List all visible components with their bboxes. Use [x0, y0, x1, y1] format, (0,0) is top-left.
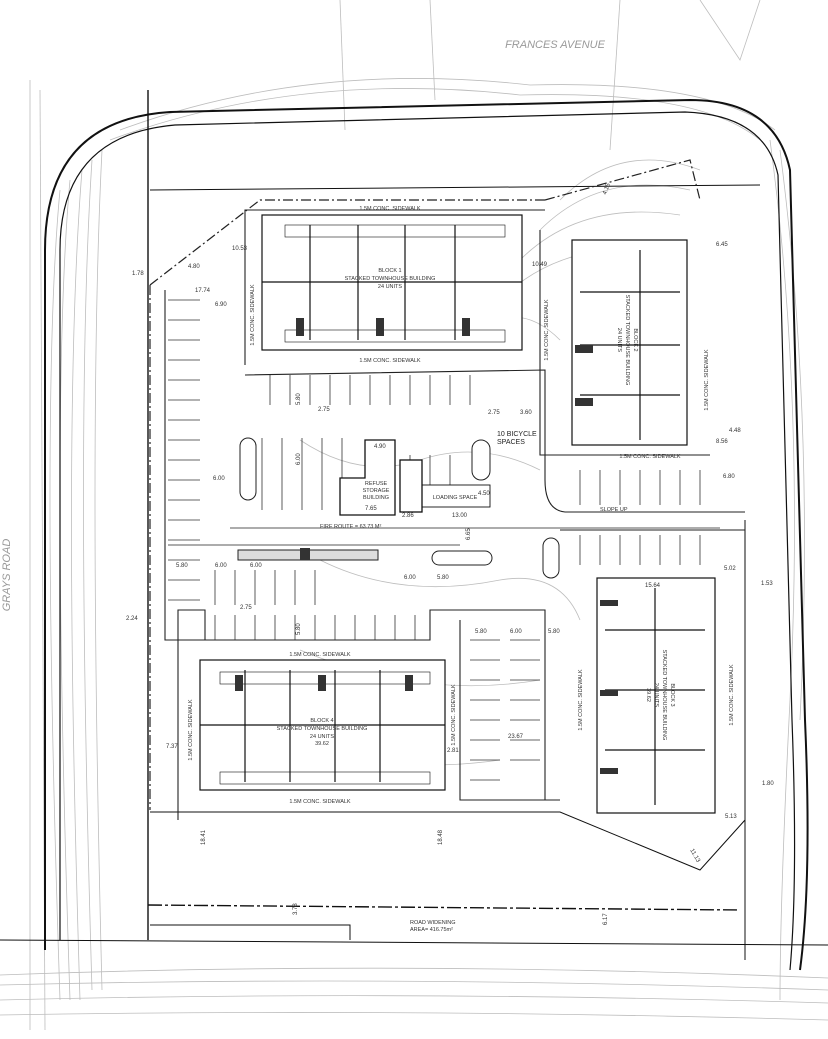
bicycle-label-1: 10 BICYCLE [497, 431, 537, 438]
block-4-type: STACKED TOWNHOUSE BUILDING [277, 726, 368, 732]
refuse-building [339, 439, 491, 516]
street-label-frances: FRANCES AVENUE [505, 39, 606, 51]
street-label-grays: GRAYS ROAD [1, 539, 13, 612]
sidewalk-label-block4-bottom: 1.5M CONC. SIDEWALK [289, 799, 351, 805]
lot-line [149, 159, 701, 810]
fire-route-label: FIRE ROUTE = 63.73 M² [320, 524, 381, 530]
dimension: 7.65 [365, 506, 377, 512]
dimension: 11.13 [688, 848, 701, 864]
bicycle-label-2: SPACES [497, 439, 525, 446]
dimension: 1.80 [762, 781, 774, 787]
refuse-label-2: STORAGE [363, 488, 390, 494]
block-1-units: 24 UNITS [378, 284, 402, 290]
dimension: 2.24 [126, 616, 138, 622]
block-2-building [571, 239, 688, 446]
dimension: 5.80 [437, 575, 449, 581]
dimension: 6.00 [510, 629, 522, 635]
dimension: 5.13 [725, 814, 737, 820]
dimension: 2.75 [318, 407, 330, 413]
dimension: 2.75 [488, 410, 500, 416]
block-3-type: STACKED TOWNHOUSE BUILDING [661, 650, 667, 741]
stairs [235, 318, 618, 774]
block-1-building [261, 214, 523, 351]
dimension: 5.80 [176, 563, 188, 569]
dimension: 13.00 [452, 513, 468, 519]
sidewalk-label-block4-east: 1.5M CONC. SIDEWALK [451, 684, 457, 746]
dimension: 10.53 [232, 246, 248, 252]
dimension: 6.00 [215, 563, 227, 569]
dimension: 8.56 [716, 439, 728, 445]
block-4-elev: 39.62 [315, 741, 329, 747]
dimension: 2.75 [240, 605, 252, 611]
refuse-label-3: BUILDING [363, 495, 389, 501]
dimension: 6.00 [250, 563, 262, 569]
block-1-type: STACKED TOWNHOUSE BUILDING [345, 276, 436, 282]
dimension: 4.50 [478, 491, 490, 497]
dimension: 1.53 [761, 581, 773, 587]
dimension: 5.02 [724, 566, 736, 572]
dimension: 6.00 [404, 575, 416, 581]
dimension: 17.74 [195, 288, 211, 294]
dimension: 5.80 [548, 629, 560, 635]
dimension: 6.45 [716, 242, 728, 248]
dimension: 7.37 [166, 744, 178, 750]
sidewalk-label-block4-top: 1.5M CONC. SIDEWALK [289, 652, 351, 658]
sidewalk-label-block3-east: 1.5M CONC. SIDEWALK [729, 664, 735, 726]
block-4-name: BLOCK 4 [310, 718, 333, 724]
dimension: 1.78 [132, 271, 144, 277]
dimension: 6.90 [215, 302, 227, 308]
landscape-islands [237, 437, 560, 579]
dimension: 6.00 [213, 476, 225, 482]
dimension: 4.90 [374, 444, 386, 450]
dimension: 2.86 [402, 513, 414, 519]
parking-stalls [168, 299, 701, 781]
dimension: 6.65 [466, 528, 472, 540]
sidewalk-label-block2-west: 1.5M CONC. SIDEWALK [544, 299, 550, 361]
block-2-type: STACKED TOWNHOUSE BUILDING [624, 295, 630, 386]
dimension: 5.80 [296, 393, 302, 405]
property-boundary [0, 90, 828, 971]
block-2-name: BLOCK 2 [632, 328, 638, 351]
dimension: 4.80 [188, 264, 200, 270]
block-3-units: 24 UNITS [653, 683, 659, 707]
road-widening-label-2: AREA= 416.75m² [410, 927, 453, 933]
dimension: 5.80 [296, 623, 302, 635]
dimension: 6.00 [296, 453, 302, 465]
dimension: 18.41 [201, 829, 207, 845]
sidewalk-label-block1: 1.5M CONC. SIDEWALK [359, 358, 421, 364]
fire-route [168, 527, 720, 546]
slope-up-label: SLOPE UP [600, 507, 628, 513]
sidewalk-label-block2: 1.5M CONC. SIDEWALK [619, 454, 681, 460]
dimension: 5.80 [475, 629, 487, 635]
sidewalk-label-block3-west: 1.5M CONC. SIDEWALK [578, 669, 584, 731]
refuse-label-1: REFUSE [365, 481, 388, 487]
loading-space-label: LOADING SPACE [433, 495, 478, 501]
sidewalk-label-block4-west: 1.5M CONC. SIDEWALK [188, 699, 194, 761]
dimension: 3.78 [293, 903, 299, 915]
dimension: 6.17 [603, 913, 609, 925]
sidewalk-label-west: 1.5M CONC. SIDEWALK [250, 284, 256, 346]
sidewalk-label-block2-east: 1.5M CONC. SIDEWALK [704, 349, 710, 411]
block-2-units: 24 UNITS [616, 328, 622, 352]
dimension: 23.67 [508, 734, 524, 740]
block-4-units: 24 UNITS [310, 734, 334, 740]
dimension: 2.81 [447, 748, 459, 754]
dimension: 18.48 [438, 829, 444, 845]
block-3-elev: 39.62 [645, 688, 651, 702]
dimension: 15.64 [645, 583, 661, 589]
block-1-name: BLOCK 1 [378, 268, 401, 274]
dimension: 4.15 [602, 182, 612, 196]
dimension: 10.49 [532, 262, 548, 268]
block-3-name: BLOCK 3 [669, 683, 675, 706]
sidewalk-label-north: 1.5M CONC. SIDEWALK [359, 206, 421, 212]
road-widening-label-1: ROAD WIDENING [410, 920, 456, 926]
dimension: 4.48 [729, 428, 741, 434]
dimension: 6.80 [723, 474, 735, 480]
dimension: 3.60 [520, 410, 532, 416]
